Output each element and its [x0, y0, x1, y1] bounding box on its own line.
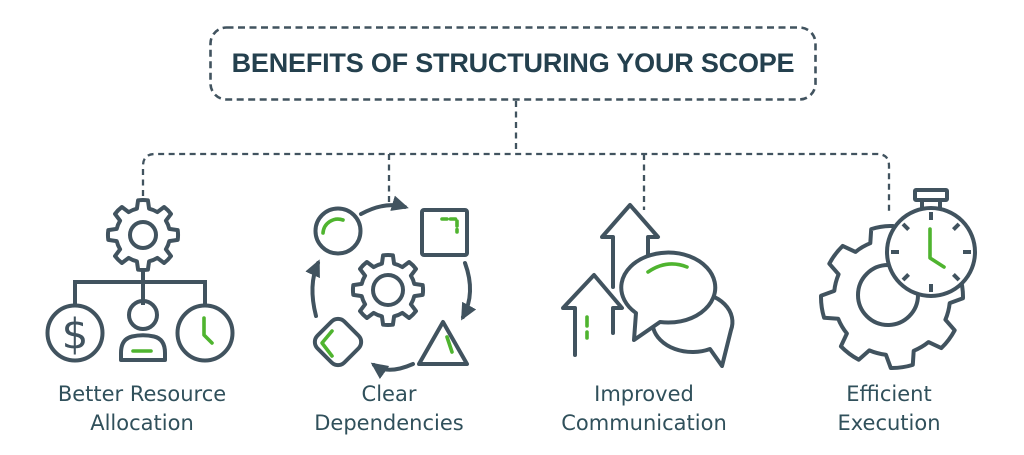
- growth-arrow-large: [600, 203, 660, 289]
- dependencies-cycle-icon: [305, 195, 477, 380]
- stopwatch-hands: [928, 227, 946, 269]
- square-node-icon: [420, 208, 469, 257]
- benefit-item-better-resource-allocation: $ Better Resource Allocation: [2, 185, 282, 450]
- communication-icon: [561, 203, 735, 368]
- gear-icon: [350, 252, 426, 328]
- gear-icon: [105, 197, 181, 273]
- person-icon: [119, 299, 167, 362]
- speech-bubble-front: [619, 250, 718, 342]
- title-box-border: [209, 26, 817, 101]
- growth-arrow-small: [561, 273, 624, 357]
- benefit-item-efficient-execution: Efficient Execution: [749, 185, 1024, 450]
- benefit-label: Efficient Execution: [837, 382, 941, 435]
- benefit-item-clear-dependencies: Clear Dependencies: [249, 185, 529, 450]
- page-title: BENEFITS OF STRUCTURING YOUR SCOPE: [231, 48, 795, 78]
- execution-icon: [818, 188, 977, 371]
- resource-allocation-icon: $: [45, 197, 235, 363]
- triangle-node-icon: [417, 320, 469, 366]
- stopwatch-ticks: [891, 212, 971, 292]
- diamond-node-icon: [312, 316, 364, 368]
- benefit-label: Improved Communication: [561, 382, 727, 435]
- cycle-arrows: [305, 195, 477, 380]
- benefit-item-improved-communication: Improved Communication: [504, 185, 784, 450]
- title-box: BENEFITS OF STRUCTURING YOUR SCOPE: [210, 27, 816, 100]
- stopwatch-icon: [885, 188, 977, 298]
- dollar-circle-icon: $: [45, 303, 105, 363]
- benefit-label: Clear Dependencies: [314, 382, 464, 435]
- circle-node-icon: [313, 206, 363, 256]
- benefit-label: Better Resource Allocation: [57, 382, 227, 435]
- clock-icon: [175, 303, 235, 363]
- svg-text:$: $: [62, 310, 89, 359]
- connector-branches: [141, 152, 891, 213]
